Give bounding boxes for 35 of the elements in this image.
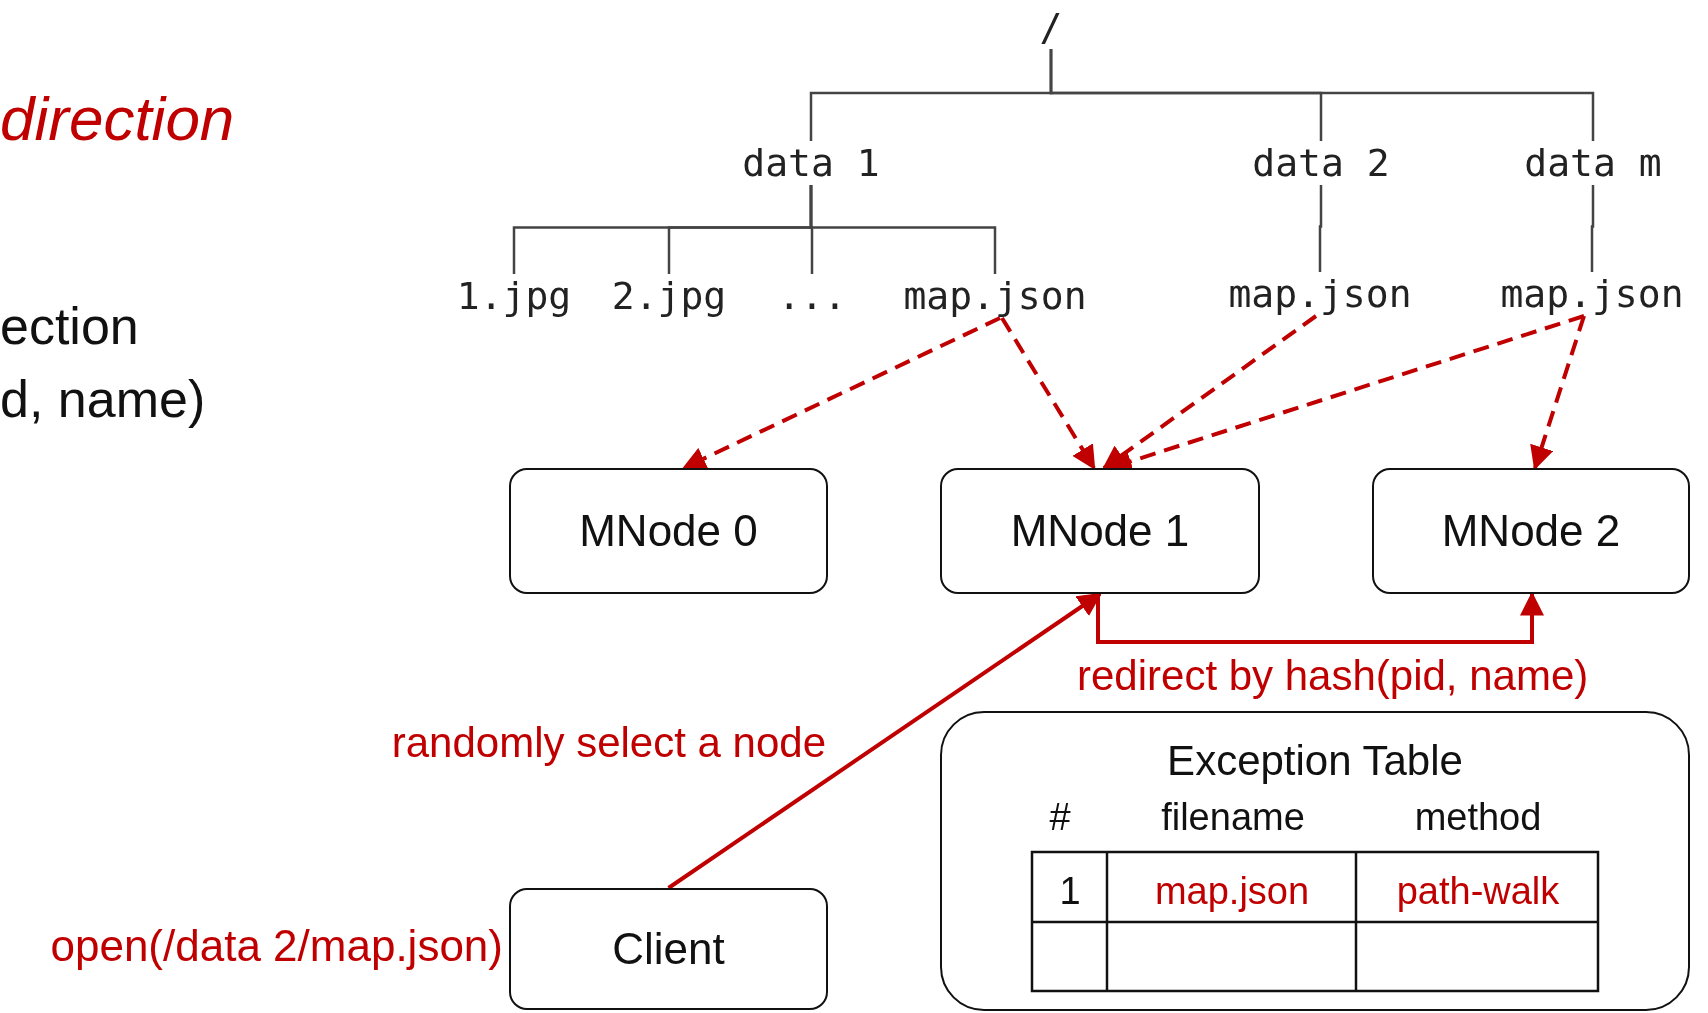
body-text: ection <box>0 300 139 352</box>
table-cell: 1 <box>1059 872 1081 910</box>
file-name: map.json <box>1502 272 1682 316</box>
table-header: method <box>1414 798 1542 836</box>
node-box: Client <box>509 888 828 1010</box>
directory-name: / <box>1031 5 1071 49</box>
tree-line <box>1318 185 1323 272</box>
tree-line <box>809 185 997 274</box>
table-header: filename <box>1161 798 1305 836</box>
arrow <box>667 592 1102 890</box>
node-caption: open(/data 2/map.json) <box>50 924 503 968</box>
node-box: MNode 0 <box>509 468 828 594</box>
table-cell: path-walk <box>1396 872 1560 910</box>
arrow <box>1000 316 1096 471</box>
table-panel <box>940 711 1690 1011</box>
node-box: MNode 2 <box>1372 468 1690 594</box>
table-cell: map.json <box>1154 872 1310 910</box>
node-box: MNode 1 <box>940 468 1260 594</box>
file-name: 2.jpg <box>613 274 725 318</box>
file-name: map.json <box>905 274 1085 318</box>
tree-line <box>1590 185 1595 272</box>
directory-name: data 2 <box>1256 141 1386 185</box>
file-name: 1.jpg <box>458 274 570 318</box>
table-title: Exception Table <box>1167 740 1463 782</box>
file-name: ... <box>777 274 847 318</box>
directory-name: data 1 <box>746 141 876 185</box>
table-header: # <box>1049 798 1071 836</box>
heading-text: direction <box>0 88 235 150</box>
directory-name: data m <box>1528 141 1658 185</box>
file-name: map.json <box>1230 272 1410 316</box>
arrow <box>681 316 1001 470</box>
arrow <box>1096 591 1544 644</box>
arrow <box>1530 315 1586 471</box>
arrow <box>1102 314 1318 470</box>
tree-line <box>1049 49 1595 141</box>
